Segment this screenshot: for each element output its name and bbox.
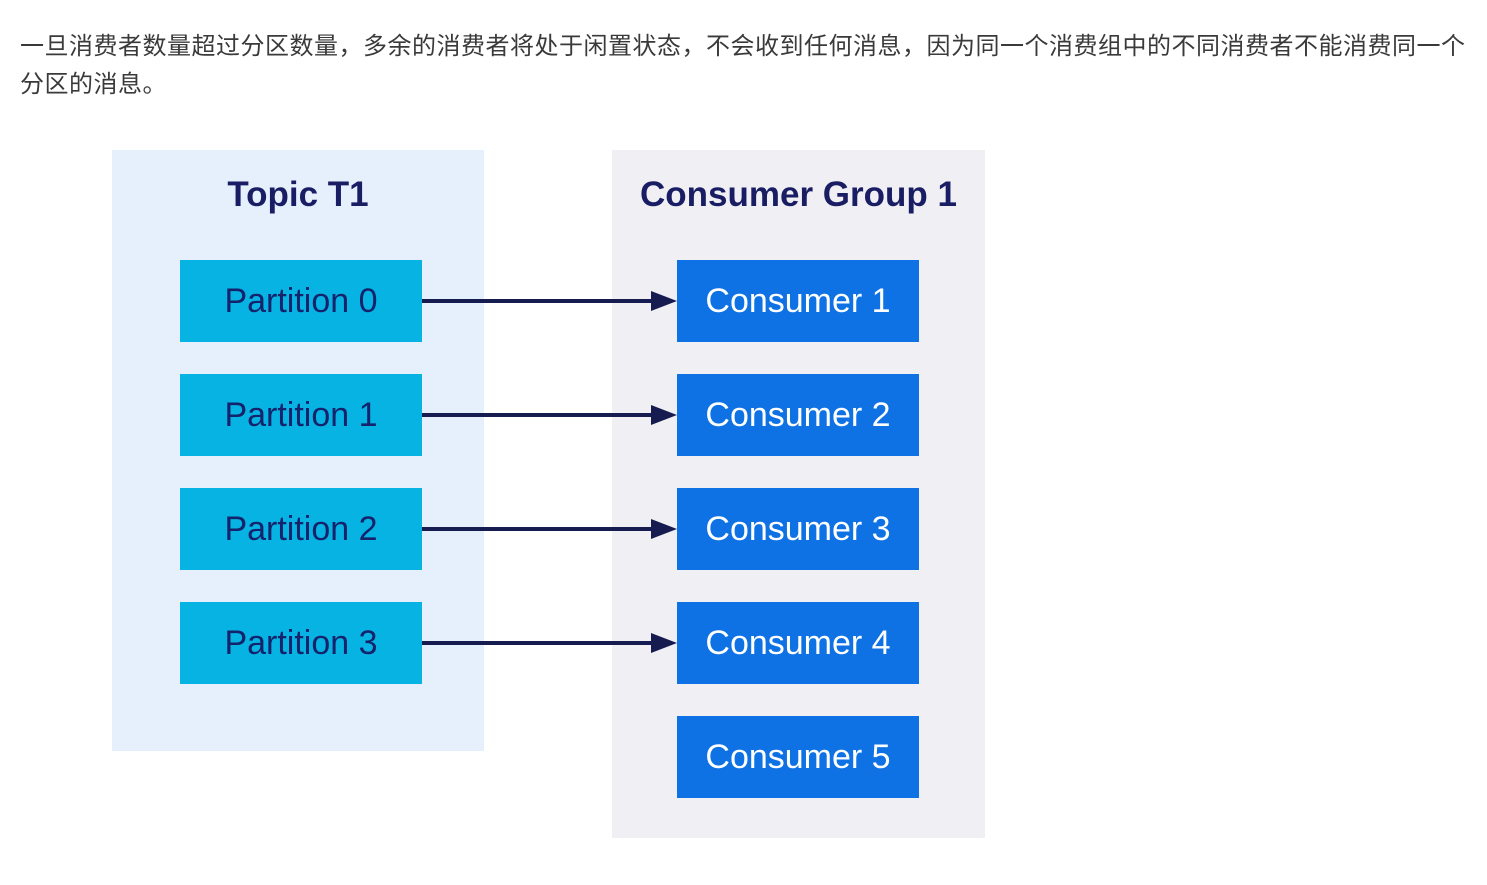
intro-paragraph: 一旦消费者数量超过分区数量，多余的消费者将处于闲置状态，不会收到任何消息，因为同… <box>20 33 1466 98</box>
topic-panel-title: Topic T1 <box>227 175 369 214</box>
arrow-partition-3-to-consumer-4 <box>422 631 677 655</box>
arrow-head-icon <box>651 633 677 653</box>
consumer-box-2: Consumer 2 <box>677 374 919 456</box>
consumer-label: Consumer 2 <box>705 395 891 434</box>
partition-box-2: Partition 2 <box>180 488 422 570</box>
consumer-box-4: Consumer 4 <box>677 602 919 684</box>
partition-box-3: Partition 3 <box>180 602 422 684</box>
partition-label: Partition 3 <box>224 623 378 662</box>
consumer-label: Consumer 4 <box>705 623 891 662</box>
consumer-label: Consumer 5 <box>705 737 891 776</box>
arrow-head-icon <box>651 291 677 311</box>
arrow-head-icon <box>651 519 677 539</box>
arrow-line <box>422 413 651 417</box>
consumer-box-3: Consumer 3 <box>677 488 919 570</box>
arrow-partition-2-to-consumer-3 <box>422 517 677 541</box>
partition-box-1: Partition 1 <box>180 374 422 456</box>
arrow-line <box>422 641 651 645</box>
partition-label: Partition 0 <box>224 281 378 320</box>
partition-box-0: Partition 0 <box>180 260 422 342</box>
consumer-box-1: Consumer 1 <box>677 260 919 342</box>
partition-label: Partition 2 <box>224 509 378 548</box>
arrow-line <box>422 527 651 531</box>
arrow-partition-1-to-consumer-2 <box>422 403 677 427</box>
consumer-box-5: Consumer 5 <box>677 716 919 798</box>
consumer-label: Consumer 3 <box>705 509 891 548</box>
partition-label: Partition 1 <box>224 395 378 434</box>
consumer-group-panel-title: Consumer Group 1 <box>640 175 957 214</box>
consumer-label: Consumer 1 <box>705 281 891 320</box>
arrow-partition-0-to-consumer-1 <box>422 289 677 313</box>
arrow-line <box>422 299 651 303</box>
arrow-head-icon <box>651 405 677 425</box>
